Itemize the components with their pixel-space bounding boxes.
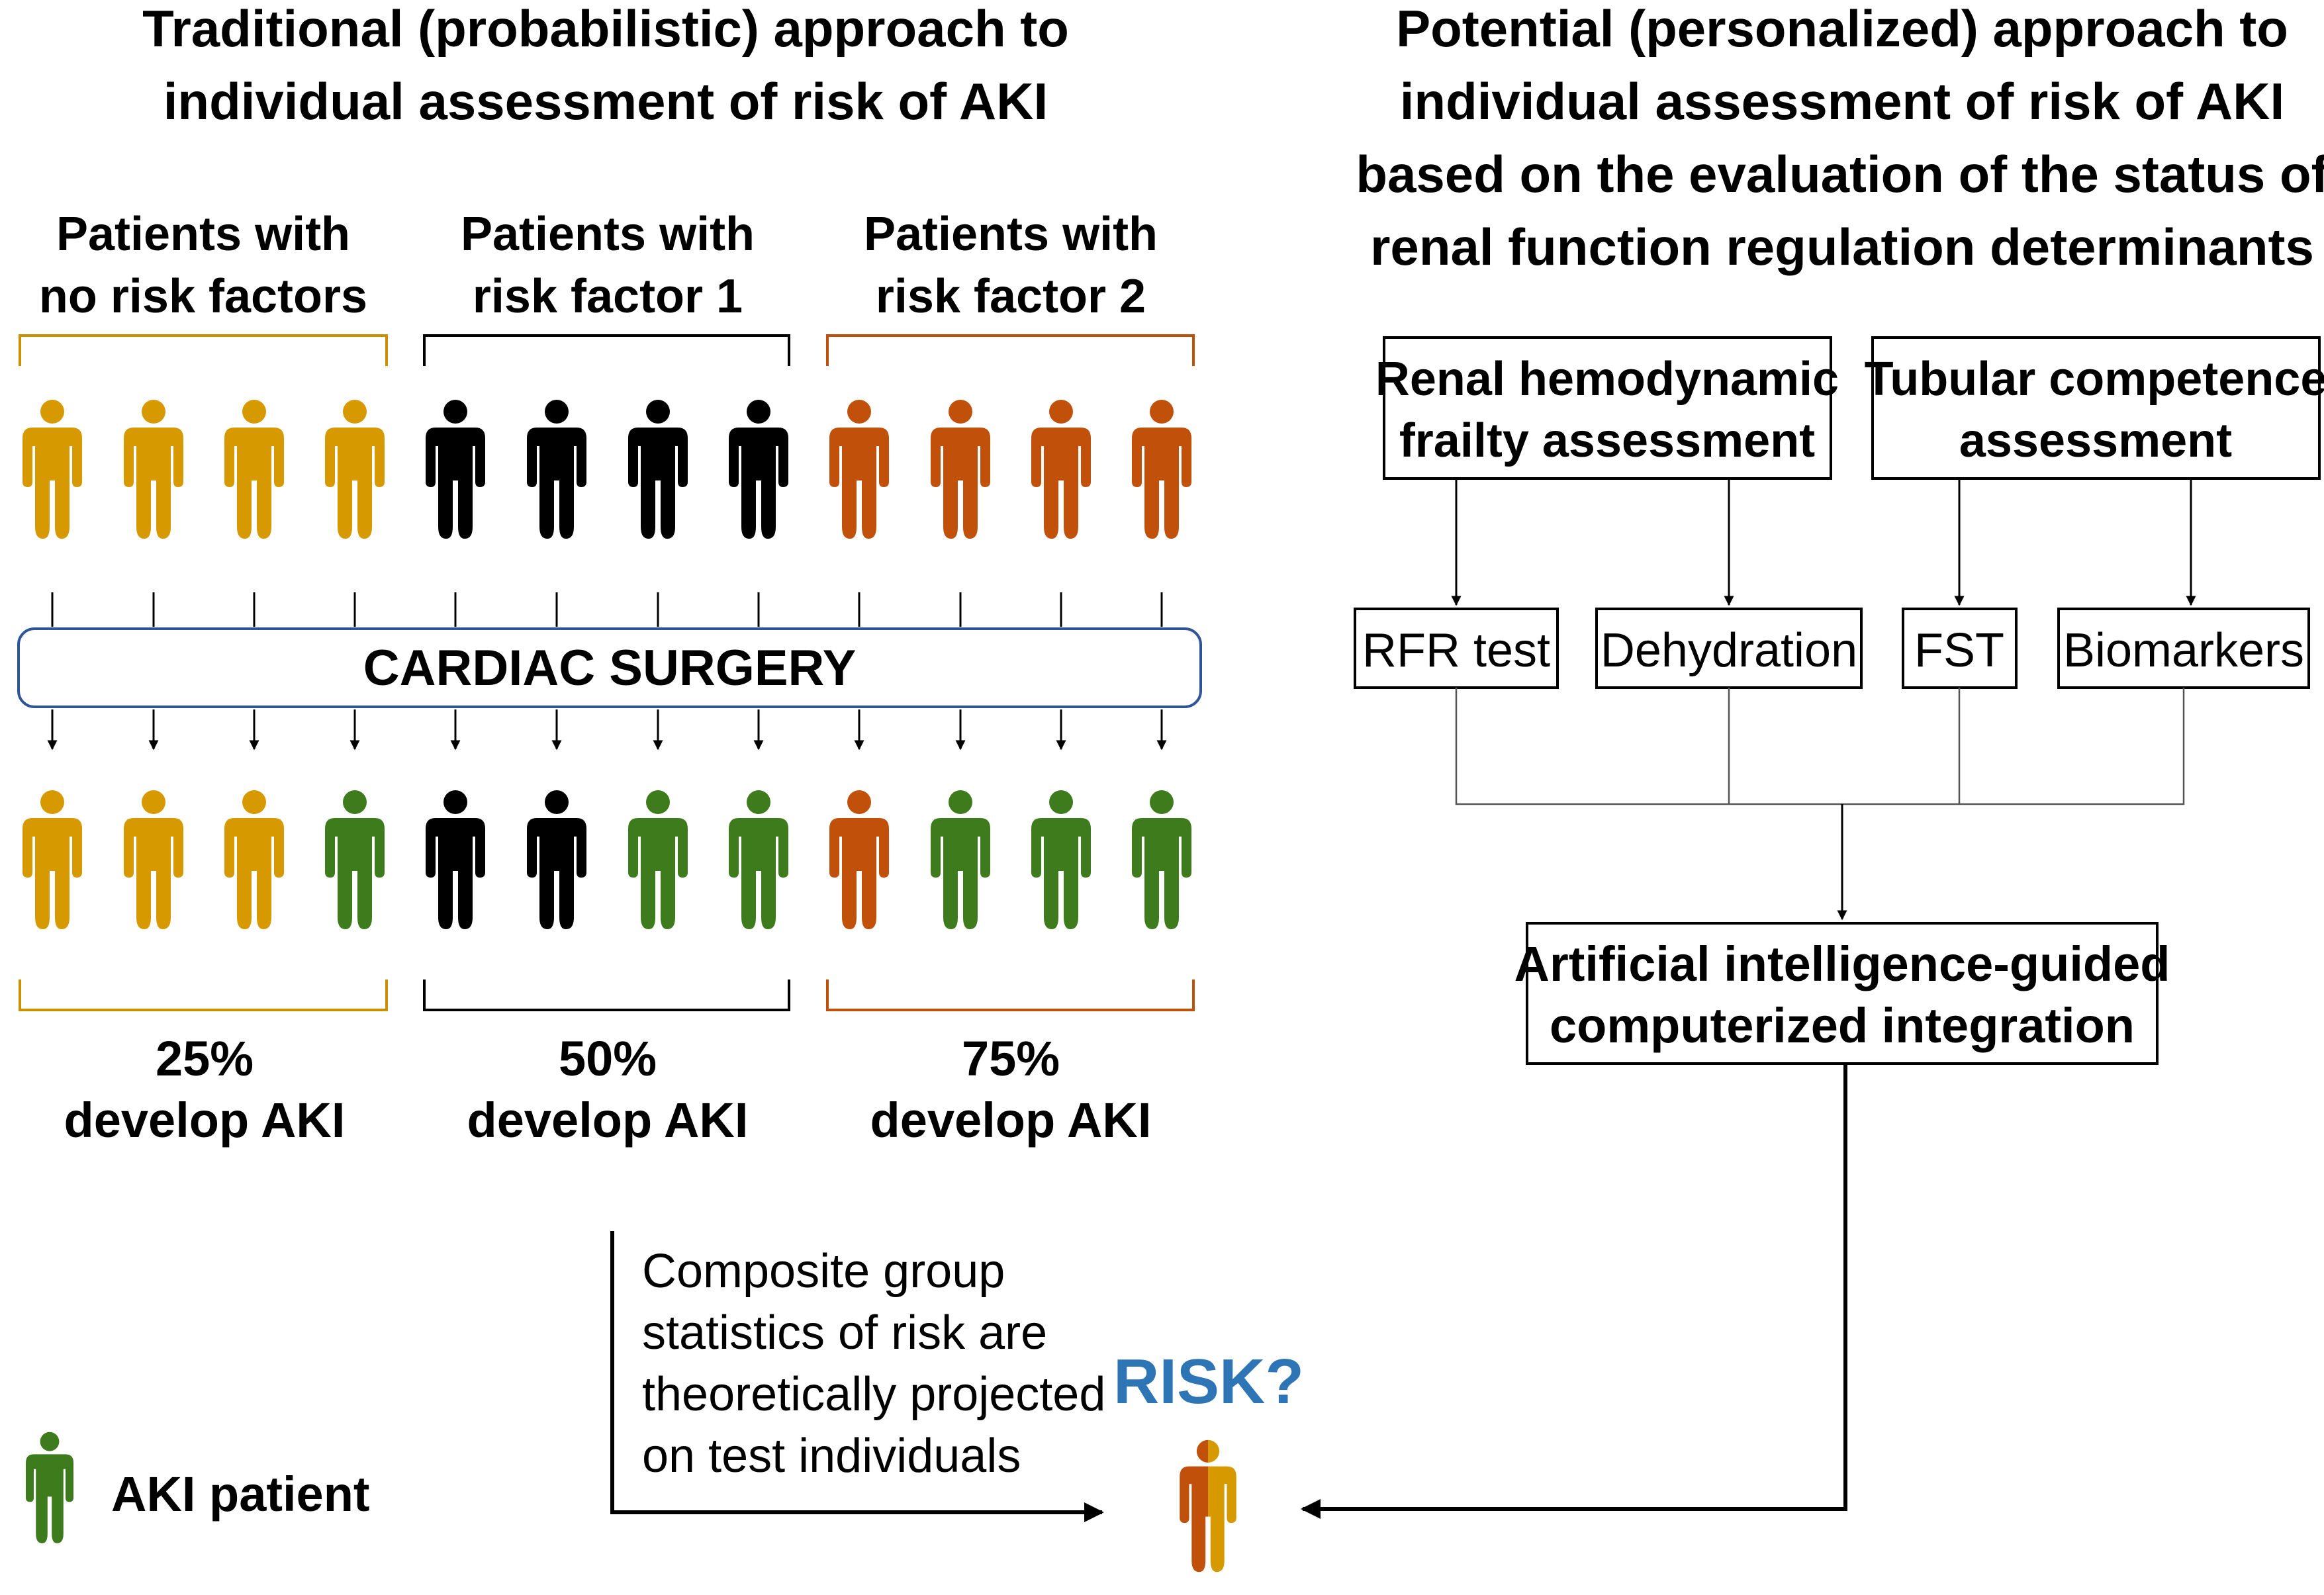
surgery-connectors [47,592,1167,751]
result-rf2-percent: 75% [962,1031,1060,1086]
bracket-bottom-rf2 [826,980,1195,1011]
fst-label: FST [1914,624,2004,677]
result-rf2-text: develop AKI [870,1093,1152,1148]
composite-text-line3: theoretically projected [642,1368,1105,1421]
hemodynamic-line1: Renal hemodynamic [1375,353,1839,406]
result-none-text: develop AKI [64,1093,346,1148]
biomarkers-box [2057,608,2310,689]
patient-post-11-aki [1132,790,1191,929]
right-title-line2: individual assessment of risk of AKI [1400,72,2284,130]
patient-pre-8 [829,400,889,539]
bracket-bottom-rf1 [423,980,790,1011]
patient-post-7-aki [729,790,788,929]
pre-surgery-patients [23,400,1191,539]
patient-post-2 [224,790,284,929]
group-label-rf1-line2: risk factor 1 [473,270,743,323]
ai-integration-box [1526,922,2159,1065]
biomarkers-label: Biomarkers [2063,624,2304,677]
right-title-line3: based on the evaluation of the status of [1356,145,2324,203]
left-title-line1: Traditional (probabilistic) approach to [142,0,1069,58]
right-title-line1: Potential (personalized) approach to [1396,0,2288,58]
patient-post-6-aki [628,790,688,929]
cardiac-surgery-label: CARDIAC SURGERY [363,640,857,696]
patient-pre-3 [325,400,385,539]
hemodynamic-box [1383,336,1832,480]
ai-line2: computerized integration [1550,998,2135,1053]
group-label-rf1-line1: Patients with [461,208,755,261]
patient-pre-2 [224,400,284,539]
group-label-none-line2: no risk factors [39,270,367,323]
rfr-test-label: RFR test [1362,624,1550,677]
patient-pre-1 [124,400,183,539]
result-none-percent: 25% [156,1031,254,1086]
patient-pre-11 [1132,400,1191,539]
dehydration-label: Dehydration [1601,624,1857,677]
ai-to-risk-arrow [1301,1064,1847,1519]
test-individual-icon [1180,1439,1236,1572]
result-rf1-percent: 50% [559,1031,657,1086]
patient-pre-9 [931,400,990,539]
bracket-top-rf2 [826,334,1195,366]
patient-post-8 [829,790,889,929]
patient-post-1 [124,790,183,929]
post-surgery-patients [23,790,1191,929]
tubular-line1: Tubular competence [1865,353,2324,406]
composite-text-line4: on test individuals [642,1430,1021,1482]
patient-post-5 [527,790,586,929]
result-rf1-text: develop AKI [467,1093,749,1148]
group-label-none-line1: Patients with [56,208,350,261]
ai-line1: Artificial intelligence-guided [1514,936,2170,991]
patient-post-9-aki [931,790,990,929]
tubular-box [1871,336,2321,480]
bracket-top-rf1 [423,334,790,366]
bracket-bottom-none [19,980,388,1011]
legend-aki-icon [26,1432,73,1543]
patient-pre-7 [729,400,788,539]
patient-pre-0 [23,400,82,539]
patient-post-4 [426,790,485,929]
left-title-line2: individual assessment of risk of AKI [163,72,1048,130]
patient-post-0 [23,790,82,929]
composite-text-line1: Composite group [642,1245,1005,1298]
patient-pre-6 [628,400,688,539]
composite-arrow [610,1231,1104,1522]
risk-label: RISK? [1113,1346,1304,1417]
merge-lines [1455,688,2185,805]
patient-pre-10 [1031,400,1091,539]
patient-post-3-aki [325,790,385,929]
patient-pre-5 [527,400,586,539]
group-label-rf2-line2: risk factor 2 [876,270,1146,323]
right-title-line4: renal function regulation determinants [1370,218,2314,276]
tubular-line2: assessment [1959,414,2232,467]
patient-post-10-aki [1031,790,1091,929]
legend-aki-label: AKI patient [111,1467,370,1522]
composite-text-line2: statistics of risk are [642,1306,1047,1359]
cardiac-surgery-box [17,627,1202,708]
bracket-top-none [19,334,388,366]
patient-pre-4 [426,400,485,539]
dehydration-box [1595,608,1863,689]
hemodynamic-line2: frailty assessment [1399,414,1815,467]
group-label-rf2-line1: Patients with [864,208,1158,261]
